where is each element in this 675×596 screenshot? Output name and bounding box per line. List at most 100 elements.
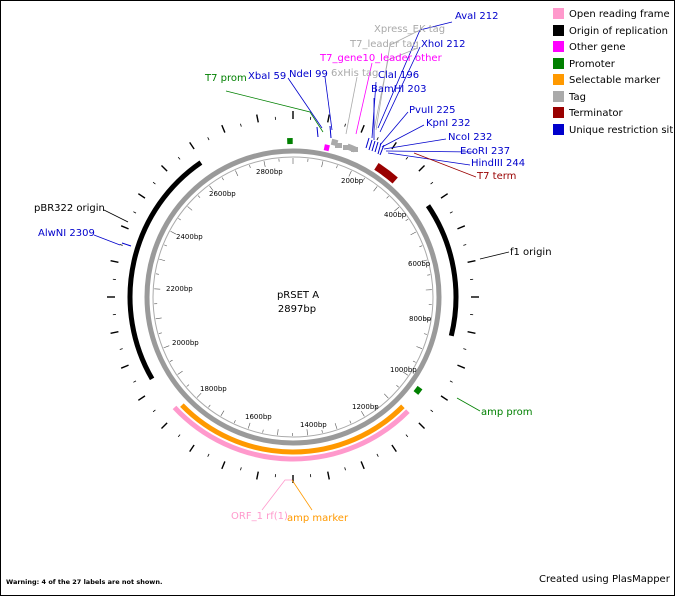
- plasmid-length: 2897bp: [278, 304, 316, 315]
- label-bamhi-203[interactable]: BamHI 203: [371, 84, 426, 95]
- outer-tick: [221, 124, 226, 133]
- outer-tick: [177, 434, 181, 438]
- label-6xhis-tag[interactable]: 6xHis tag: [331, 68, 378, 79]
- tag-box-3: [351, 147, 358, 152]
- feature-t7-term-arc[interactable]: [374, 163, 398, 184]
- minor-tick: [374, 405, 378, 409]
- label-clai-196[interactable]: ClaI 196: [378, 70, 419, 81]
- outer-tick: [177, 156, 181, 160]
- plasmid-name: pRSET A: [277, 290, 319, 301]
- label-xbai-59[interactable]: XbaI 59: [248, 71, 286, 82]
- minor-tick: [196, 392, 202, 398]
- legend-swatch-promoter: [553, 58, 564, 69]
- feature-amp-prom-arc[interactable]: [413, 385, 423, 395]
- label-orf1-rf1[interactable]: ORF_1 rf(1): [231, 511, 288, 522]
- outer-tick: [152, 409, 156, 413]
- label-ecori-237[interactable]: EcoRI 237: [460, 146, 510, 157]
- feature-pbr322-origin-arc[interactable]: [127, 160, 203, 381]
- outer-tick: [344, 467, 346, 471]
- minor-tick: [247, 422, 251, 429]
- legend-label-orf: Open reading frame: [569, 9, 670, 20]
- label-pvuii-225[interactable]: PvuII 225: [409, 105, 455, 116]
- legend-swatch-ori: [553, 25, 564, 36]
- label-ndei-99[interactable]: NdeI 99: [289, 69, 328, 80]
- outer-tick: [440, 193, 449, 199]
- outer-tick: [133, 380, 137, 383]
- outer-tick: [133, 211, 137, 214]
- scale-label-200: 200bp: [341, 177, 364, 185]
- minor-tick: [394, 206, 400, 212]
- minor-tick: [186, 384, 190, 387]
- label-xpress-ek-tag[interactable]: Xpress_EK tag: [374, 24, 445, 35]
- minor-tick: [277, 429, 279, 436]
- scale-label-2600: 2600bp: [209, 190, 236, 198]
- label-amp-marker[interactable]: amp marker: [287, 513, 349, 524]
- label-t7-leader-tag[interactable]: T7_leader tag: [349, 39, 419, 50]
- minor-tick: [158, 332, 162, 334]
- label-ncoi-232[interactable]: NcoI 232: [448, 132, 492, 143]
- minor-tick: [235, 170, 239, 177]
- minor-tick: [187, 206, 193, 211]
- minor-tick: [384, 393, 389, 399]
- outer-tick: [160, 422, 168, 430]
- label-t7-term[interactable]: T7 term: [476, 171, 516, 182]
- legend-swatch-marker: [553, 74, 564, 85]
- minor-tick: [163, 345, 170, 349]
- minor-tick: [233, 420, 236, 424]
- label-f1-origin[interactable]: f1 origin: [510, 247, 552, 258]
- feature-f1-origin-arc[interactable]: [425, 204, 459, 337]
- label-t7-gene10-leader[interactable]: T7_gene10_leader other: [319, 53, 443, 64]
- label-alwni-2309[interactable]: AlwNI 2309: [38, 228, 95, 239]
- outer-tick: [327, 471, 330, 480]
- minor-tick: [208, 404, 211, 408]
- legend-label-other: Other gene: [569, 42, 626, 53]
- outer-tick: [119, 244, 123, 246]
- label-pbr322-origin[interactable]: pBR322 origin: [34, 203, 105, 214]
- legend: Open reading frame Origin of replication…: [553, 8, 673, 136]
- legend-label-promoter: Promoter: [569, 59, 616, 70]
- minor-tick: [424, 318, 431, 321]
- minor-tick: [155, 273, 159, 275]
- outer-tick: [207, 137, 210, 141]
- label-hindiii-244[interactable]: HindIII 244: [471, 158, 525, 169]
- outer-tick: [376, 453, 379, 457]
- outer-tick: [430, 181, 434, 185]
- minor-tick: [373, 186, 378, 192]
- label-t7-prom[interactable]: T7 prom: [204, 73, 247, 84]
- outer-tick: [327, 114, 330, 123]
- outer-tick: [207, 453, 210, 457]
- legend-swatch-terminator: [553, 107, 564, 118]
- scale-label-800: 800bp: [409, 315, 432, 323]
- minor-tick: [263, 161, 266, 167]
- minor-tick: [155, 317, 162, 320]
- label-aval-212[interactable]: AvaI 212: [455, 11, 499, 22]
- feature-orf1-arc[interactable]: [172, 405, 410, 462]
- scale-label-1200: 1200bp: [352, 403, 379, 411]
- outer-tick: [240, 467, 242, 471]
- outer-tick: [449, 211, 453, 214]
- scale-label-2400: 2400bp: [176, 233, 203, 241]
- outer-tick: [430, 409, 434, 413]
- outer-tick: [120, 364, 129, 369]
- minor-tick: [209, 185, 214, 191]
- outer-tick: [110, 331, 119, 334]
- label-kpni-232[interactable]: KpnI 232: [426, 118, 470, 129]
- legend-swatch-tag: [553, 91, 564, 102]
- scale-label-1000: 1000bp: [390, 366, 417, 374]
- outer-tick: [189, 444, 195, 453]
- minor-tick: [402, 371, 409, 376]
- minor-tick: [361, 410, 365, 417]
- label-amp-prom[interactable]: amp prom: [481, 407, 533, 418]
- label-xhoi-212[interactable]: XhoI 212: [421, 39, 466, 50]
- leader-lines: [93, 21, 510, 511]
- outer-tick: [405, 434, 409, 438]
- legend-label-tag: Tag: [568, 92, 586, 103]
- feature-t7-gene10-leader-arc[interactable]: [323, 144, 330, 152]
- footer-warning: Warning: 4 of the 27 labels are not show…: [6, 578, 163, 586]
- minor-tick: [306, 429, 308, 436]
- feature-amp-marker-arc[interactable]: [180, 403, 405, 455]
- minor-tick: [159, 258, 166, 262]
- legend-swatch-other: [553, 41, 564, 52]
- outer-tick: [256, 114, 259, 123]
